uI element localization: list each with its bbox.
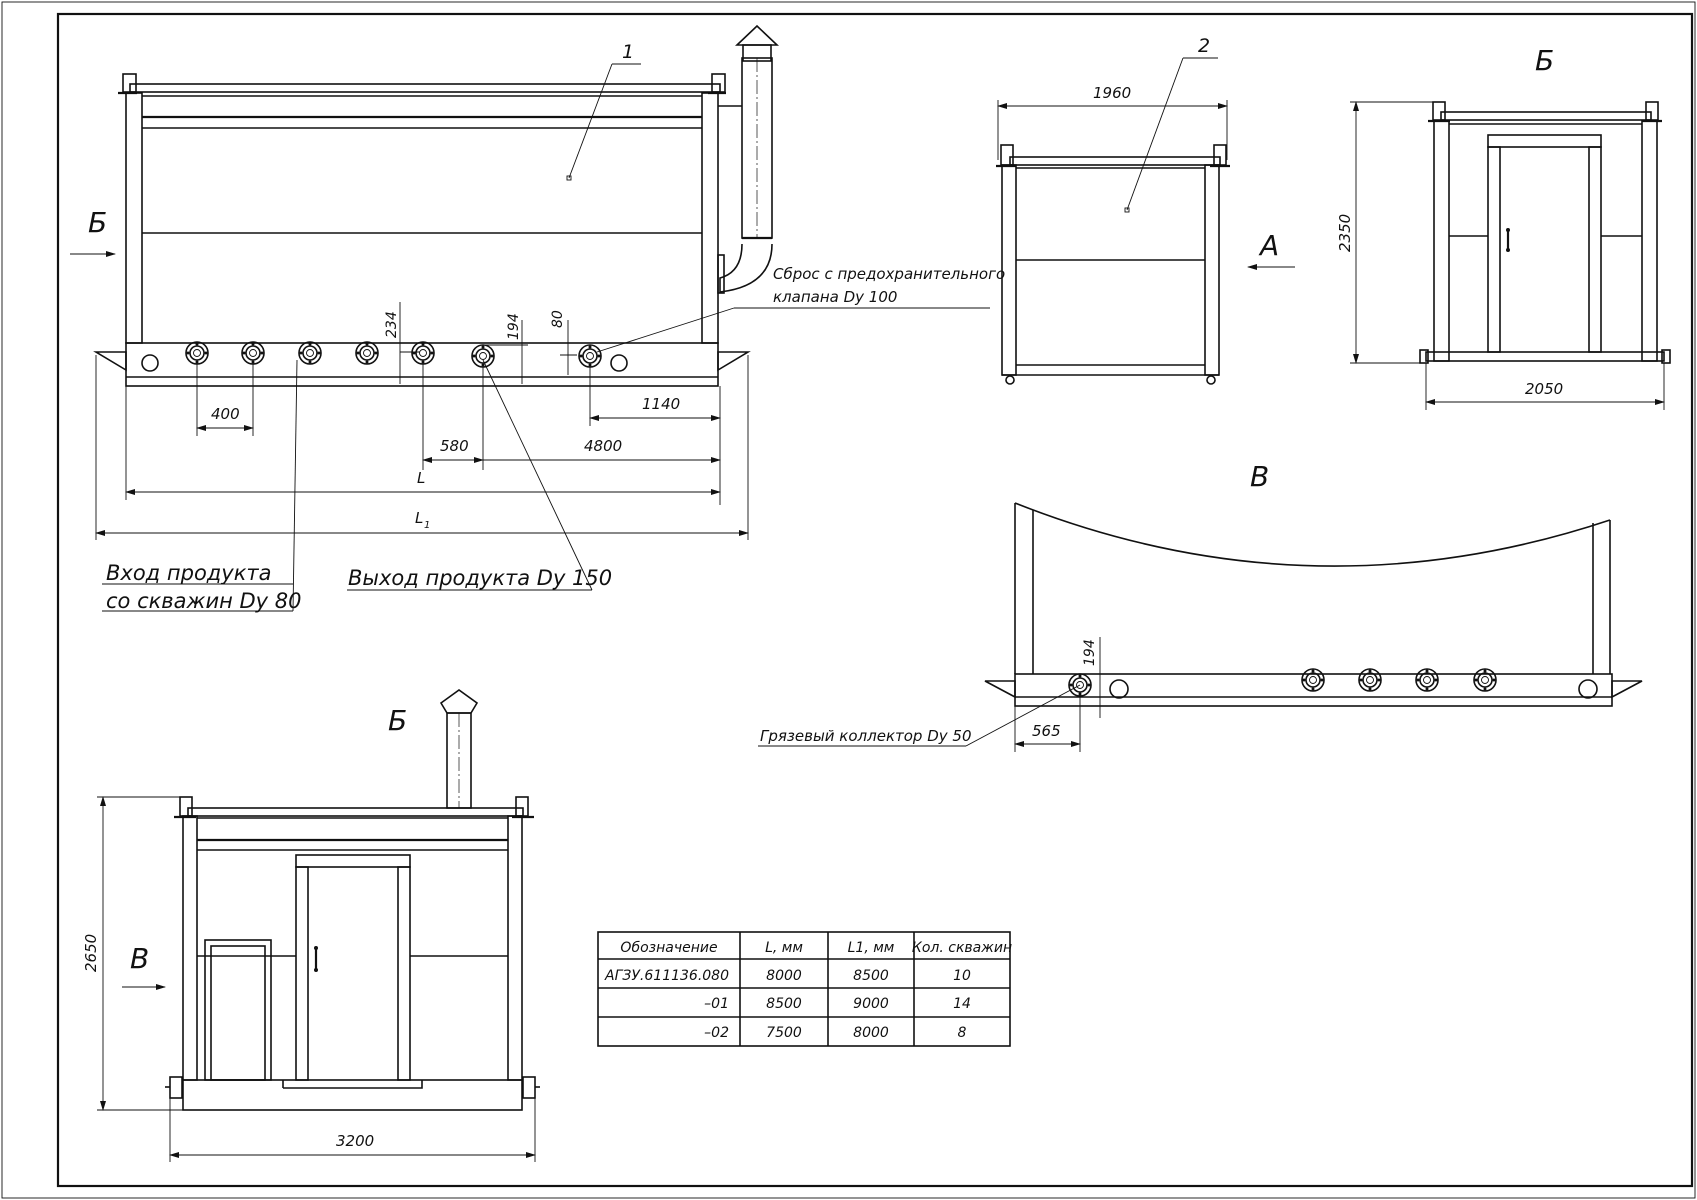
dim-4800: 4800 [584,437,622,455]
table-row-1-wells: 10 [953,968,971,984]
view-b-top: Б 2350 2050 [1336,44,1671,410]
dim-80: 80 [550,310,566,328]
dim-194-v: 194 [1082,639,1098,666]
table-row-3-designation: –02 [704,1025,729,1041]
table-header-wells: Кол. скважин [912,940,1012,956]
callout-outlet: Выход продукта Dy 150 [348,566,612,590]
dim-L1-sub: 1 [424,520,430,531]
view-b-top-title: Б [1535,44,1554,77]
table-row-1-L: 8000 [766,968,802,984]
dim-194: 194 [506,313,522,340]
dim-1960: 1960 [1093,84,1131,102]
table-row-2-L: 8500 [766,996,802,1012]
dim-400: 400 [211,405,240,423]
side-view-a: 1960 2 А [996,35,1295,385]
callout-mud-collector: Грязевый коллектор Dy 50 [760,727,972,745]
dim-234: 234 [384,311,400,338]
callout-inlet-1: Вход продукта [106,561,272,585]
callout-relief-valve-2: клапана Dy 100 [773,288,897,306]
view-v: В 194 565 Грязевый коллектор Dy 50 [758,460,1643,752]
view-v-title: В [1250,460,1269,493]
dim-2050: 2050 [1525,380,1563,398]
table-row-1-designation: АГЗУ.611136.080 [604,968,729,984]
view-marker-a: А [1258,229,1279,262]
dim-2350: 2350 [1336,214,1354,252]
table-header-designation: Обозначение [620,940,717,956]
table-row-3-L1: 8000 [853,1025,889,1041]
table-row-3-wells: 8 [958,1025,967,1041]
dim-3200: 3200 [336,1132,374,1150]
position-label-1: 1 [622,41,634,63]
main-view: 1 Б Сброс с предохранительного клапана D… [70,24,1005,613]
view-b-bottom: Б В [82,689,540,1162]
dim-565: 565 [1032,722,1061,740]
table-row-1-L1: 8500 [853,968,889,984]
table-row-2-L1: 9000 [853,996,889,1012]
table-row-3-L: 7500 [766,1025,802,1041]
view-b-bottom-title: Б [388,704,407,737]
dim-L1: L [415,509,423,527]
view-marker-v: В [130,942,149,975]
dim-580: 580 [440,437,469,455]
table-header-L: L, мм [765,940,803,956]
dim-L: L [417,469,425,487]
table-row-2-wells: 14 [953,996,971,1012]
callout-inlet-2: со скважин Dy 80 [106,589,302,613]
view-marker-b: Б [88,206,107,239]
spec-table: Обозначение L, мм L1, мм Кол. скважин АГ… [597,931,1012,1047]
table-row-2-designation: –01 [704,996,729,1012]
table-header-L1: L1, мм [848,940,895,956]
sheet-border [56,12,1694,1188]
callout-relief-valve: Сброс с предохранительного [773,265,1005,283]
dim-2650: 2650 [82,934,100,972]
position-label-2: 2 [1198,35,1210,57]
dim-1140: 1140 [642,395,680,413]
